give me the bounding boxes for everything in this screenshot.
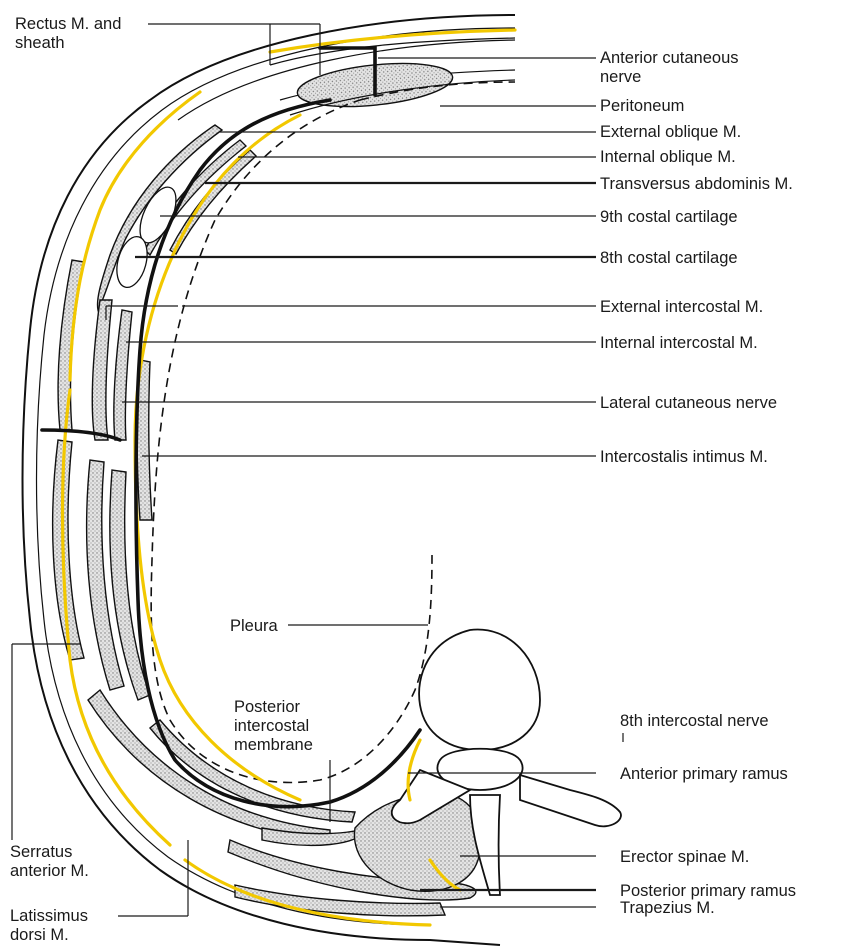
label-external-intercostal: External intercostal M. — [600, 298, 763, 316]
label-latissimus-line1: Latissimus — [10, 907, 88, 925]
label-peritoneum: Peritoneum — [600, 97, 684, 115]
label-latissimus-line2: dorsi M. — [10, 926, 69, 944]
label-rectus-line1: Rectus M. and — [15, 15, 121, 33]
label-latissimus: Latissimus dorsi M. — [10, 907, 93, 944]
label-pleura: Pleura — [230, 617, 279, 635]
label-intercostalis-intimus: Intercostalis intimus M. — [600, 448, 768, 466]
label-serratus-line1: Serratus — [10, 843, 72, 861]
label-serratus-line2: anterior M. — [10, 862, 89, 880]
label-posterior-membrane-line3: membrane — [234, 736, 313, 754]
label-costal-9: 9th costal cartilage — [600, 208, 738, 226]
label-intercostal-nerve-8: 8th intercostal nerve — [620, 712, 769, 730]
label-rectus-line2: sheath — [15, 34, 65, 52]
label-posterior-membrane: Posterior intercostal membrane — [234, 698, 314, 754]
label-anterior-primary-ramus: Anterior primary ramus — [620, 765, 788, 783]
label-anterior-cutaneous-line2: nerve — [600, 68, 641, 86]
label-anterior-cutaneous-line1: Anterior cutaneous — [600, 49, 739, 67]
label-rectus: Rectus M. and sheath — [15, 15, 126, 52]
label-posterior-membrane-line1: Posterior — [234, 698, 301, 716]
abdominal-wall-muscles — [98, 125, 257, 310]
label-posterior-primary-ramus: Posterior primary ramus — [620, 882, 796, 900]
label-costal-8: 8th costal cartilage — [600, 249, 738, 267]
label-serratus: Serratus anterior M. — [10, 843, 89, 880]
label-lateral-cutaneous: Lateral cutaneous nerve — [600, 394, 777, 412]
label-internal-oblique: Internal oblique M. — [600, 148, 736, 166]
label-trapezius: Trapezius M. — [620, 899, 715, 917]
label-anterior-cutaneous: Anterior cutaneous nerve — [600, 49, 743, 86]
label-external-oblique: External oblique M. — [600, 123, 741, 141]
label-posterior-membrane-line2: intercostal — [234, 717, 309, 735]
label-erector-spinae: Erector spinae M. — [620, 848, 749, 866]
label-internal-intercostal: Internal intercostal M. — [600, 334, 758, 352]
pleura-line — [151, 100, 432, 783]
label-transversus: Transversus abdominis M. — [600, 175, 793, 193]
